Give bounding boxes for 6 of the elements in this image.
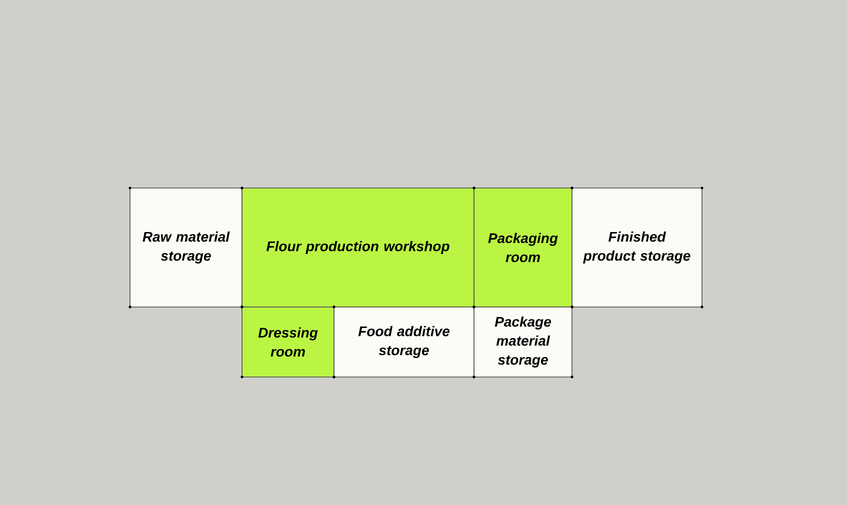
room: Raw material storage — [128, 186, 244, 308]
room: Finished product storage — [570, 186, 704, 308]
room: Packaging room — [472, 186, 574, 308]
room: Food additive storage — [332, 306, 476, 378]
room: Package material storage — [472, 306, 574, 378]
room: Dressing room — [240, 306, 336, 378]
